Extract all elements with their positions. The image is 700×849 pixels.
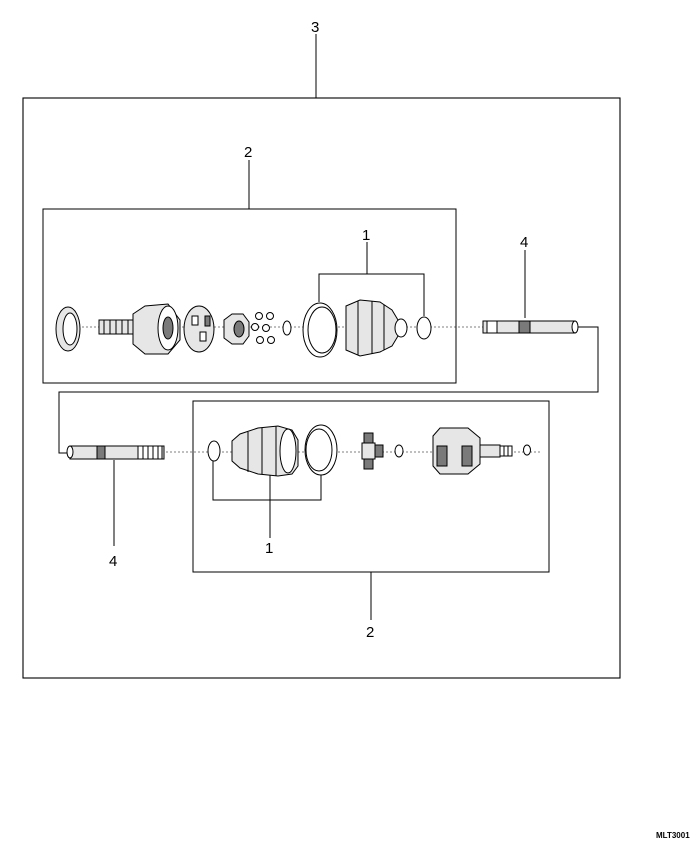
callout-4-lower: 4 — [109, 553, 117, 570]
upper-inner-race — [223, 313, 250, 345]
figure-code: MLT3001 — [656, 831, 690, 840]
lower-small-clamp — [207, 440, 221, 462]
upper-balls — [251, 312, 275, 344]
upper-cv-joint-stub — [98, 303, 181, 355]
upper-large-clamp — [302, 302, 338, 358]
upper-circlip — [282, 320, 292, 336]
callout-1-upper: 1 — [362, 227, 370, 244]
callout-1-lower: 1 — [265, 540, 273, 557]
upper-shaft — [482, 320, 579, 334]
lower-tulip-housing — [432, 427, 513, 475]
lower-shaft — [66, 445, 165, 460]
upper-assembly — [55, 299, 579, 358]
upper-joint-kit-frame — [42, 208, 457, 384]
callout-4-upper: 4 — [520, 234, 528, 251]
kit-outer-frame — [22, 97, 621, 679]
lower-end-circlip — [523, 444, 531, 456]
callout-2-upper: 2 — [244, 144, 252, 161]
upper-boot — [345, 299, 408, 357]
lower-joint-kit-frame — [192, 400, 550, 573]
upper-dust-cap — [55, 306, 81, 352]
callout-2-lower: 2 — [366, 624, 374, 641]
assembly-connector — [58, 326, 599, 454]
lower-boot — [231, 425, 299, 477]
callout-3: 3 — [311, 19, 319, 36]
lower-circlip — [394, 444, 404, 458]
upper-small-clamp — [416, 316, 432, 340]
lower-large-clamp — [304, 424, 338, 476]
lower-assembly — [66, 424, 542, 477]
lower-tripod — [361, 432, 384, 470]
upper-ball-cage — [183, 305, 215, 353]
